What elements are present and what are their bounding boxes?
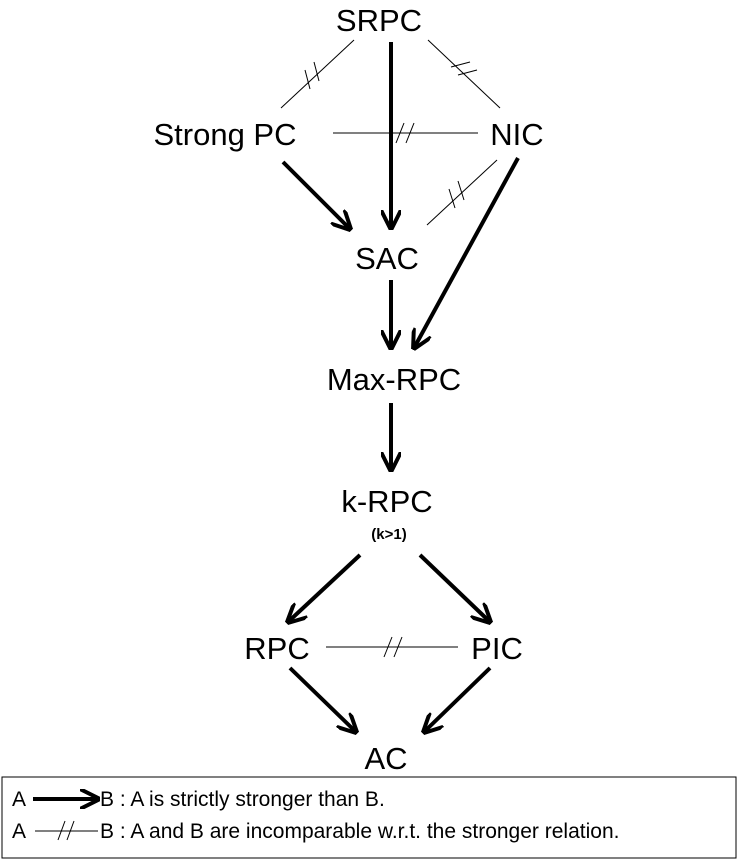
arrow-krpc-to-pic [418,553,490,622]
node-sac: SAC [355,241,419,276]
incomparable-strongpc-nic [333,122,478,144]
legend-box [1,776,737,859]
legend-incomparable-symbol [35,820,98,841]
incomparable-nic-sac [426,159,498,226]
node-rpc: RPC [244,631,309,666]
incomparable-srpc-strongpc [280,39,355,109]
node-strong-pc: Strong PC [153,117,296,152]
arrow-strongpc-to-sac [281,160,350,229]
node-nic: NIC [490,117,543,152]
arrow-pic-to-ac [424,666,492,732]
node-k-rpc-condition: (k>1) [371,526,406,543]
arrow-nic-to-maxrpc [414,157,520,348]
node-pic: PIC [471,631,523,666]
legend-incomparable-from: A [12,820,26,843]
legend-arrow-to: B [100,788,114,811]
arrow-rpc-to-ac [288,666,356,732]
arrow-krpc-to-rpc [288,553,362,622]
legend: A B : A is strictly stronger than B. A B… [1,776,737,859]
legend-incomparable-to: B [100,820,114,843]
incomparable-srpc-nic [427,39,501,109]
legend-arrow-description: : A is strictly stronger than B. [114,788,385,811]
legend-incomparable-description: : A and B are incomparable w.r.t. the st… [114,820,619,843]
node-ac: AC [364,741,407,776]
node-srpc: SRPC [336,3,422,38]
node-k-rpc: k-RPC [341,484,432,519]
node-max-rpc: Max-RPC [327,362,461,397]
incomparable-rpc-pic [326,636,458,658]
legend-arrow-from: A [12,788,26,811]
